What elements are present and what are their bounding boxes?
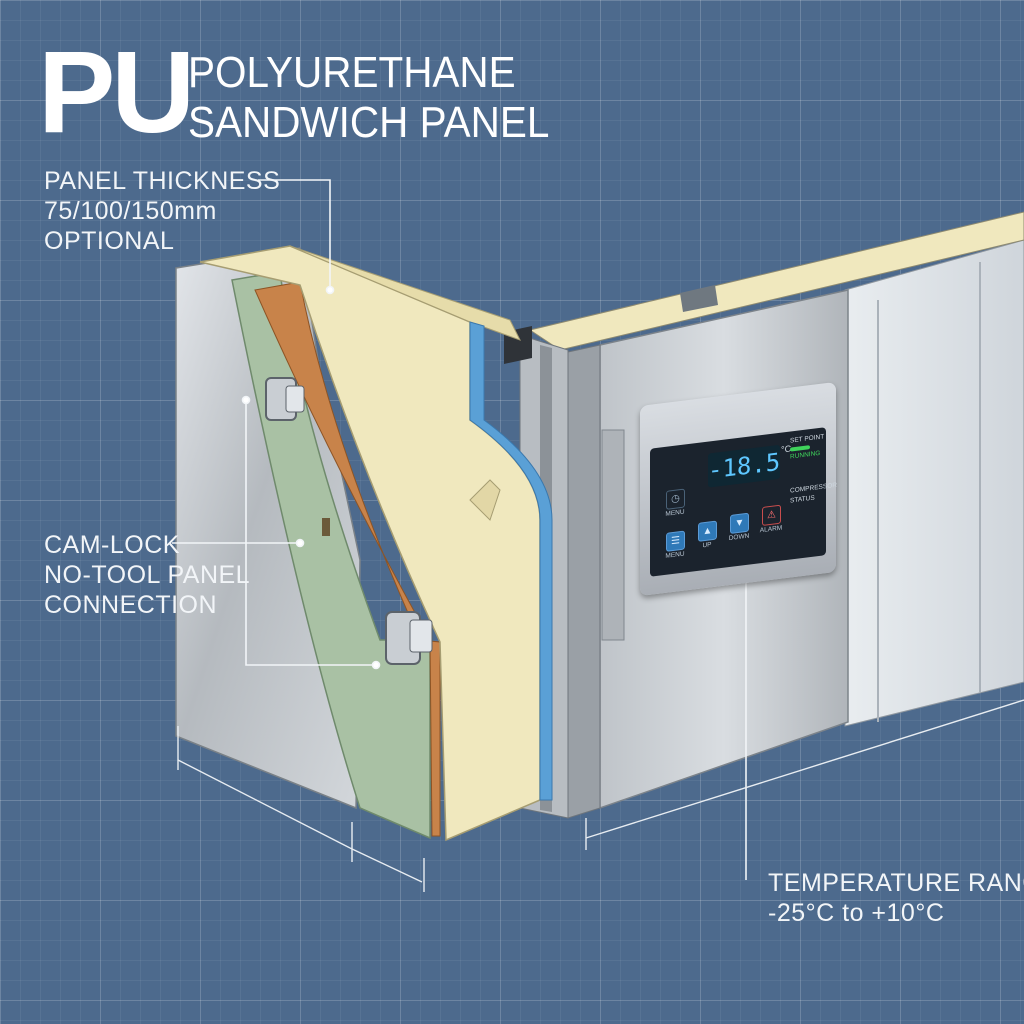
temperature-controller: -18.5 °C SET POINT RUNNING COMPRESSOR ST…	[640, 381, 837, 596]
down-label: DOWN	[728, 532, 750, 543]
cam-lock-top	[265, 377, 305, 421]
camlock-line-1: CAM-LOCK	[44, 531, 180, 559]
temperature-readout: -18.5	[708, 444, 780, 488]
thickness-line-2: 75/100/150mm	[44, 197, 217, 225]
temperature-range-callout: TEMPERATURE RANGE -25°C to +10°C	[768, 868, 1024, 928]
panel-thickness-callout: PANEL THICKNESS 75/100/150mm OPTIONAL	[44, 166, 280, 256]
temp-line-2: -25°C to +10°C	[768, 899, 945, 927]
right-wall-panels	[528, 211, 1024, 727]
temp-line-1: TEMPERATURE RANGE	[768, 869, 1024, 897]
thickness-line-3: OPTIONAL	[44, 227, 175, 255]
title-line-1: POLYURETHANE	[188, 48, 516, 97]
controller-screen: -18.5 °C SET POINT RUNNING COMPRESSOR ST…	[650, 427, 837, 577]
thickness-line-1: PANEL THICKNESS	[44, 167, 281, 195]
callout-leaders	[172, 179, 751, 880]
title-subtitle: POLYURETHANE SANDWICH PANEL	[188, 48, 574, 148]
setpoint-label: SET POINT	[790, 433, 825, 445]
menu-button[interactable]: ☰	[666, 530, 685, 552]
alarm-label: ALARM	[759, 524, 783, 535]
title-line-2: SANDWICH PANEL	[188, 98, 550, 147]
menu-label: MENU	[665, 550, 685, 560]
up-label: UP	[702, 541, 712, 550]
alarm-button[interactable]: ⚠	[762, 504, 781, 527]
cutaway-section	[175, 245, 553, 842]
title-abbreviation: PU	[38, 27, 195, 157]
camlock-line-3: CONNECTION	[44, 591, 218, 619]
dimension-lines	[177, 699, 1024, 892]
down-button[interactable]: ▼	[730, 512, 749, 534]
cam-lock-callout: CAM-LOCK NO-TOOL PANEL CONNECTION	[44, 530, 250, 620]
menu-top-label: MENU	[665, 508, 685, 518]
up-button[interactable]: ▲	[698, 520, 717, 542]
menu-top-button[interactable]: ◷	[666, 488, 685, 510]
camlock-line-2: NO-TOOL PANEL	[44, 561, 251, 589]
cam-lock-bottom	[385, 611, 433, 665]
